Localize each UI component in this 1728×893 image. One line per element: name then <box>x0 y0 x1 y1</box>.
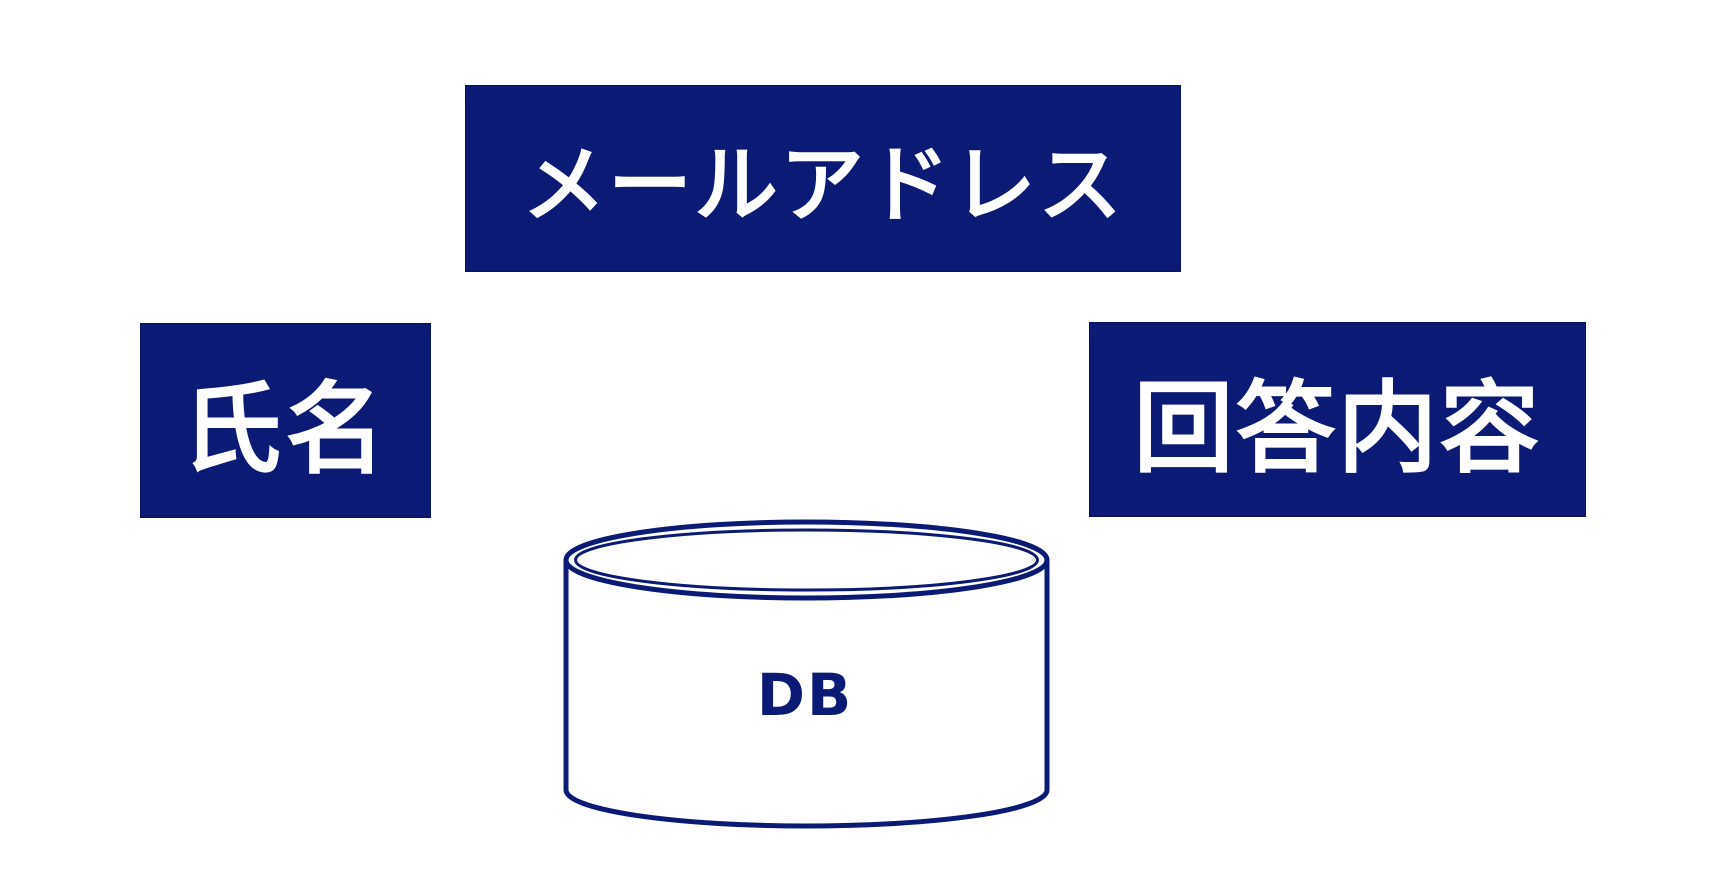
cylinder-top-inner-ellipse <box>574 528 1039 592</box>
cylinder-bottom-arc <box>563 789 1050 829</box>
email-field-box: メールアドレス <box>465 85 1181 272</box>
database-label: DB <box>756 661 854 729</box>
name-field-box: 氏名 <box>140 323 431 518</box>
email-field-label: メールアドレス <box>521 136 1124 234</box>
name-field-label: 氏名 <box>181 371 390 488</box>
cylinder-top-ellipse <box>563 519 1050 601</box>
answer-field-box: 回答内容 <box>1089 322 1586 517</box>
answer-field-label: 回答内容 <box>1133 370 1542 487</box>
